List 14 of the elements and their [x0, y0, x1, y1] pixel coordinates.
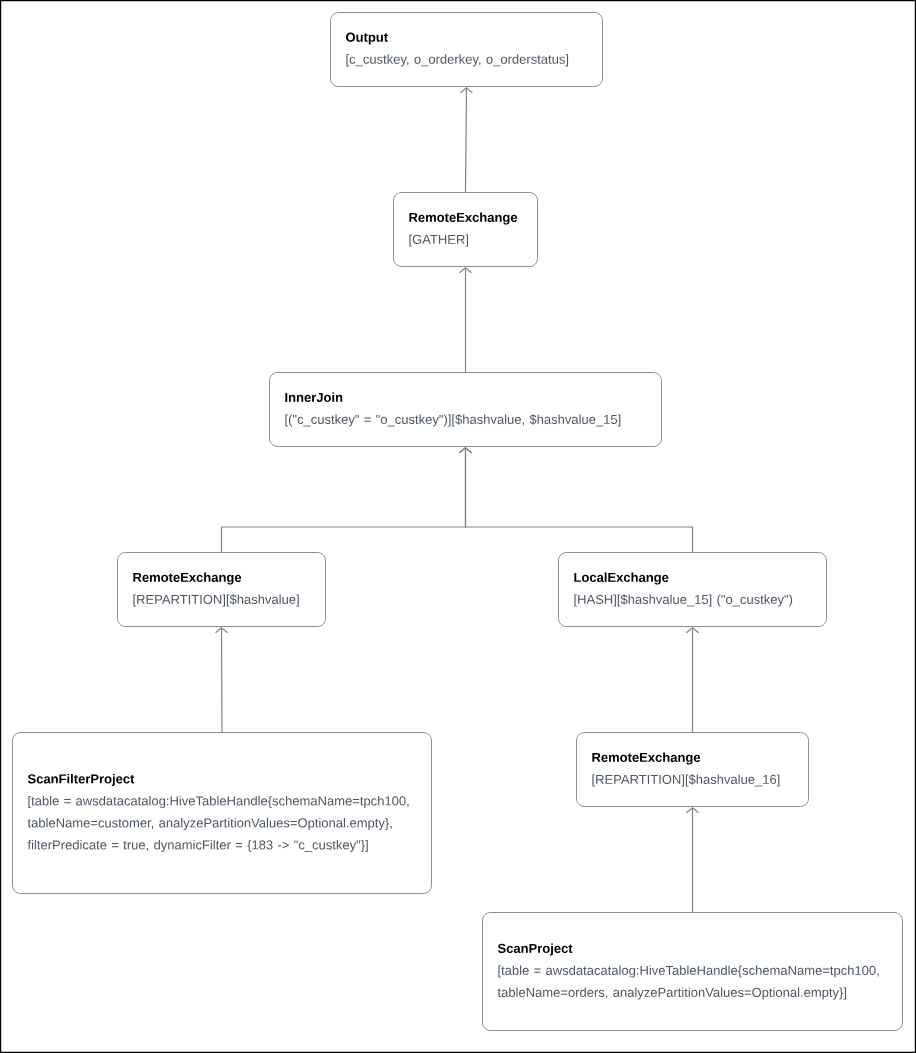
operator-box: RemoteExchange [REPARTITION][$hashvalue] — [117, 552, 326, 627]
arrow — [459, 87, 474, 193]
operator-box: LocalExchange [HASH][$hashvalue_15] ("o_custkey") — [558, 552, 827, 627]
arrow — [458, 267, 473, 373]
operator-box: RemoteExchange [GATHER] — [393, 192, 538, 267]
operator-box: RemoteExchange [REPARTITION][$hashvalue_16] — [576, 732, 809, 807]
arrow — [458, 447, 694, 553]
operator-box: ScanProject [table = awsdatacatalog:HiveTableHandle{schemaName=tpch100, tableName=orders, analyzePartitionValues=Optional.empty}] — [482, 912, 903, 1031]
arrow — [685, 807, 700, 913]
operator-box: ScanFilterProject [table = awsdatacatalog:HiveTableHandle{schemaName=tpch100, tableName=customer, analyzePartitionValues=Optional.empty}, filterPredicate = true, dynamicFilter = {183 -> "c_custkey"}] — [12, 732, 432, 894]
arrow — [685, 627, 700, 733]
arrow — [214, 627, 229, 733]
operator-box: Output [c_custkey, o_orderkey, o_orderstatus] — [330, 12, 603, 87]
operator-box: InnerJoin [("c_custkey" = "o_custkey")][$hashvalue, $hashvalue_15] — [269, 372, 662, 447]
